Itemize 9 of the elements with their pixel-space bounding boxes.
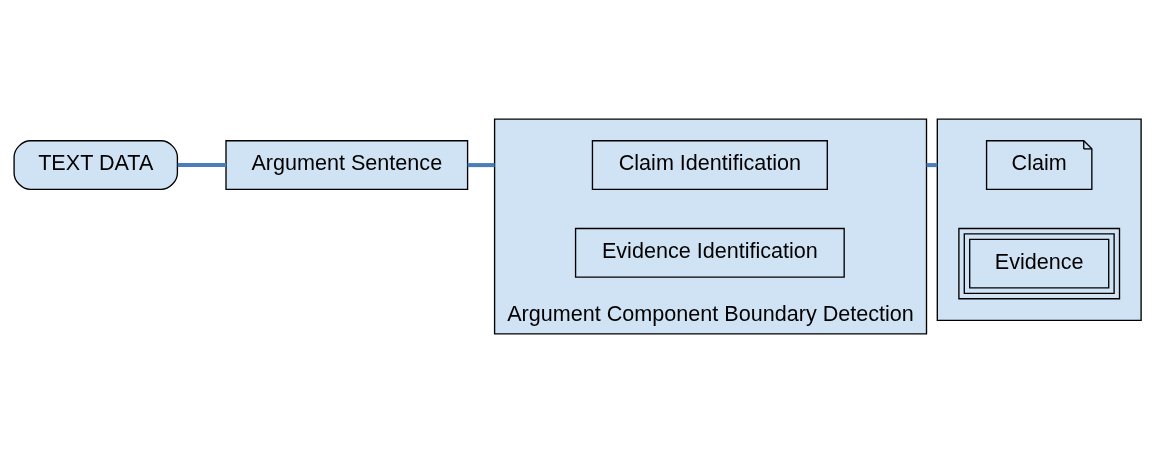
cluster (936, 118, 1142, 321)
node-box: Argument Sentence (225, 140, 469, 191)
connector (177, 163, 226, 168)
connector (926, 163, 938, 168)
node-box: Claim Identification (591, 140, 828, 191)
node-box: Evidence (958, 227, 1121, 300)
node-box: TEXT DATA (13, 140, 179, 191)
connector (467, 163, 495, 168)
node-box: Evidence Identification (574, 227, 845, 278)
